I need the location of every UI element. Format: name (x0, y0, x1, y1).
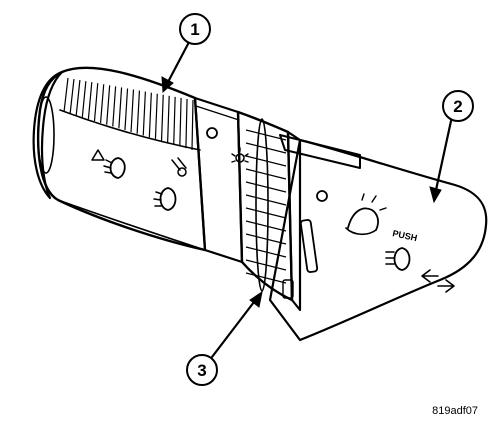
turn-signal-arrows-icon (421, 269, 455, 293)
knurl-line (245, 220, 287, 232)
high-beam-icon (385, 247, 411, 271)
knurl-line (136, 90, 141, 134)
figure-code: 819adf07 (432, 405, 478, 417)
knurl-line (245, 168, 287, 180)
knurl-line (245, 272, 287, 284)
callout-2-arrowhead (429, 186, 442, 204)
headlamp-symbol-icon (103, 157, 126, 179)
knurl-line (245, 246, 287, 258)
triangle-icon (91, 149, 105, 161)
switch-symbols: PUSH (91, 127, 455, 293)
callout-1-label: 1 (190, 20, 199, 39)
knurl-line (148, 92, 152, 138)
stalk (268, 138, 488, 342)
knurl-line (93, 83, 99, 122)
knurl-line (179, 97, 182, 147)
knurl-line (154, 93, 158, 140)
knurl-line (99, 84, 105, 123)
off-position-icon (206, 127, 218, 139)
knurl-line (245, 233, 287, 245)
push-label: PUSH (392, 228, 419, 243)
callout-1-arrowhead (161, 76, 174, 94)
knurl-line (118, 87, 123, 129)
knurl-line (167, 95, 170, 143)
knurl-line (185, 98, 188, 149)
knurl-line (245, 194, 287, 206)
knurl-line (87, 82, 93, 120)
callout-2-label: 2 (453, 97, 462, 116)
knurl-line (106, 85, 111, 125)
knurl-line (130, 89, 135, 132)
callout-3-arrowhead (249, 290, 263, 308)
knurl-line (75, 80, 81, 116)
knurl-line (112, 86, 117, 127)
callout-1: 1 (161, 13, 211, 94)
dimmer-icon (345, 193, 387, 236)
headlamp-rotary-knob (32, 66, 207, 252)
knurl-line (245, 207, 287, 219)
parking-lamp-icon (171, 157, 187, 177)
knurl-line (245, 181, 287, 193)
callout-3-label: 3 (197, 361, 206, 380)
off-circle-icon (316, 190, 328, 202)
knurl-line (81, 81, 87, 118)
knurl-line (142, 91, 146, 136)
knurl-line (63, 77, 69, 113)
interior-dome-icon (231, 147, 249, 163)
outer-ring-collar (279, 134, 361, 169)
knurl-line (124, 88, 129, 131)
knurl-line (160, 94, 164, 141)
knurl-line (245, 155, 287, 167)
callout-2: 2 (429, 90, 474, 204)
low-beam-icon (153, 187, 177, 211)
position-ring (193, 96, 244, 264)
knurl-line (191, 99, 194, 151)
rear-collar (282, 130, 319, 312)
callout-3: 3 (186, 290, 263, 386)
knurl-line (173, 96, 176, 145)
knurl-line (69, 78, 75, 114)
fog-lamp-knob (236, 110, 294, 302)
